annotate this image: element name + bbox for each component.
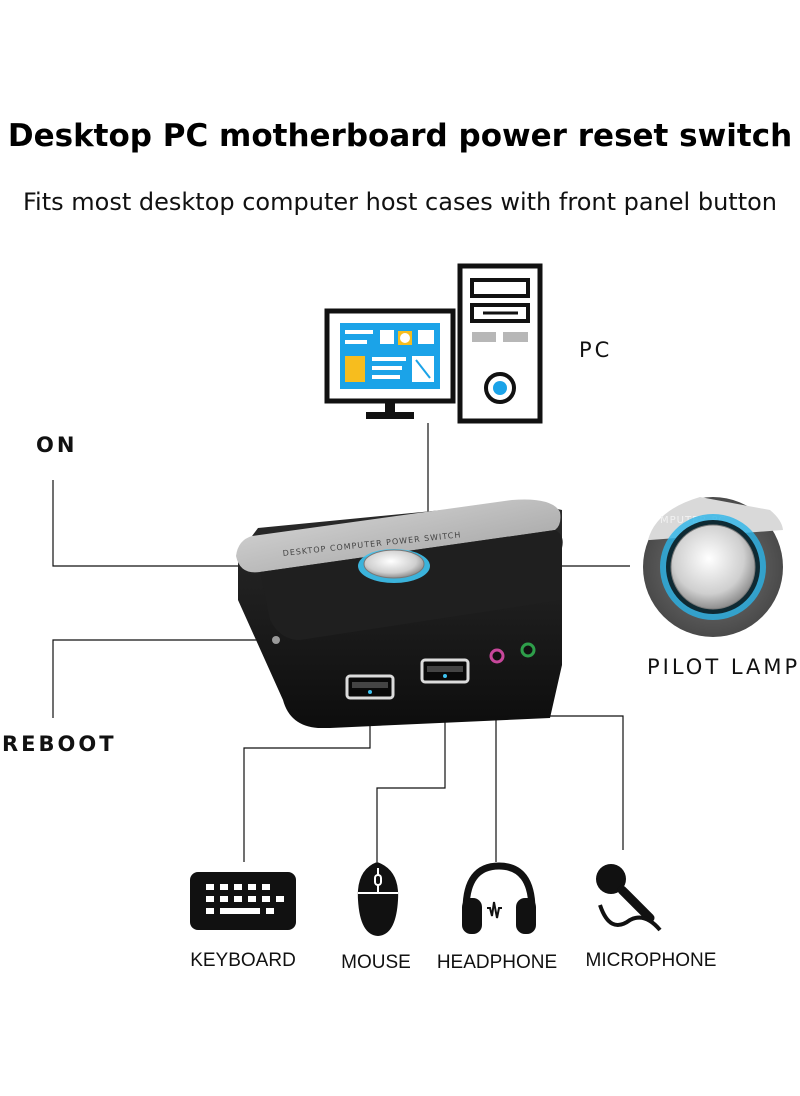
power-switch-device: DESKTOP COMPUTER POWER SWITCH: [236, 499, 563, 728]
reboot-label: REBOOT: [2, 732, 117, 756]
microphone-icon: [596, 864, 662, 932]
pilot-lamp-zoom: MPUTER PC: [643, 497, 783, 637]
monitor-icon: [324, 308, 456, 419]
usb-port-keyboard: [345, 674, 395, 700]
headphone-port: [489, 648, 505, 664]
page-subtitle: Fits most desktop computer host cases wi…: [23, 188, 777, 216]
headphone-label: HEADPHONE: [436, 952, 558, 973]
mouse-label: MOUSE: [341, 952, 411, 973]
keyboard-label: KEYBOARD: [190, 950, 296, 971]
page-title: Desktop PC motherboard power reset switc…: [7, 118, 793, 154]
pc-label: PC: [579, 338, 613, 362]
pc-tower-icon: [457, 263, 543, 424]
mouse-icon: [357, 862, 399, 936]
pilot-lamp-label: PILOT LAMP: [647, 655, 800, 679]
on-label: ON: [36, 433, 78, 457]
usb-port-mouse: [420, 658, 470, 684]
reboot-button: [272, 636, 280, 644]
headphone-icon: [462, 862, 536, 934]
keyboard-icon: [190, 872, 296, 930]
microphone-label: MICROPHONE: [585, 950, 717, 971]
microphone-port: [520, 642, 536, 658]
power-button: [363, 549, 425, 579]
